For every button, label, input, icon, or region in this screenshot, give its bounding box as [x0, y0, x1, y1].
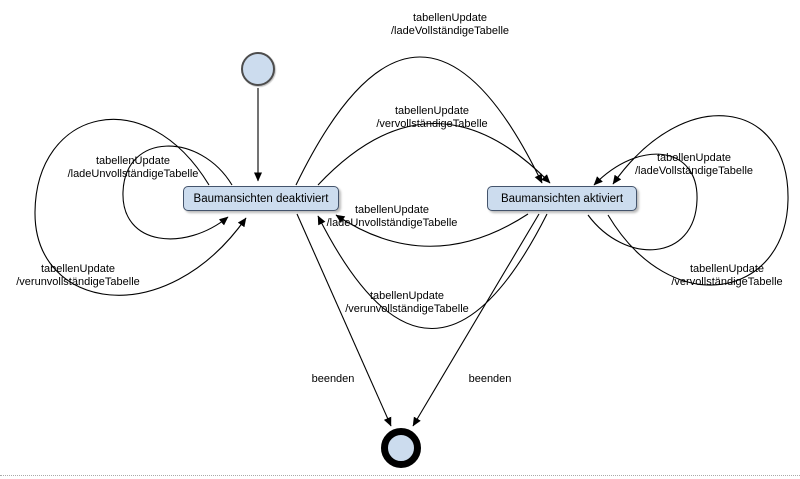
edge-aktiviert-self-loop-inner [587, 153, 698, 251]
edge-deaktiviert-to-aktiviert-middle [317, 122, 551, 186]
initial-state-icon [241, 52, 275, 86]
edge-aktiviert-to-final [412, 213, 540, 427]
page-boundary-line [0, 475, 800, 476]
edge-deaktiviert-to-final [296, 213, 392, 427]
state-baumansichten-deaktiviert: Baumansichten deaktiviert [183, 186, 339, 211]
state-baumansichten-aktiviert: Baumansichten aktiviert [487, 186, 637, 211]
transition-label-akt-to-deakt-upper: tabellenUpdate /ladeUnvollständigeTabell… [326, 204, 458, 229]
transition-label-deakt-to-akt-mid: tabellenUpdate /vervollständigeTabelle [376, 105, 488, 130]
state-label-deaktiviert: Baumansichten deaktiviert [193, 192, 329, 205]
edge-aktiviert-self-loop-outer [607, 115, 789, 286]
edge-deaktiviert-to-aktiviert-top-arch [295, 56, 543, 186]
transition-label-deakt-to-akt-top: tabellenUpdate /ladeVollständigeTabelle [390, 12, 510, 37]
transition-label-akt-self-outer: tabellenUpdate /vervollständigeTabelle [671, 263, 783, 288]
edge-deaktiviert-self-loop-inner [122, 145, 233, 240]
state-label-aktiviert: Baumansichten aktiviert [500, 192, 624, 205]
final-state-icon [381, 428, 421, 468]
transition-label-akt-to-deakt-lower: tabellenUpdate /verunvollständigeTabelle [345, 290, 469, 315]
transition-label-deakt-self-inner: tabellenUpdate /ladeUnvollständigeTabell… [67, 155, 199, 180]
transition-label-akt-to-final: beenden [468, 373, 512, 385]
transition-label-deakt-to-final: beenden [311, 373, 355, 385]
edge-deaktiviert-self-loop-outer [34, 118, 247, 296]
transition-label-deakt-self-outer: tabellenUpdate /verunvollständigeTabelle [16, 263, 140, 288]
edge-aktiviert-to-deaktiviert-upper [335, 213, 529, 247]
edge-aktiviert-to-deaktiviert-lower [317, 213, 548, 329]
transition-label-akt-self-inner: tabellenUpdate /ladeVollständigeTabelle [634, 152, 754, 177]
